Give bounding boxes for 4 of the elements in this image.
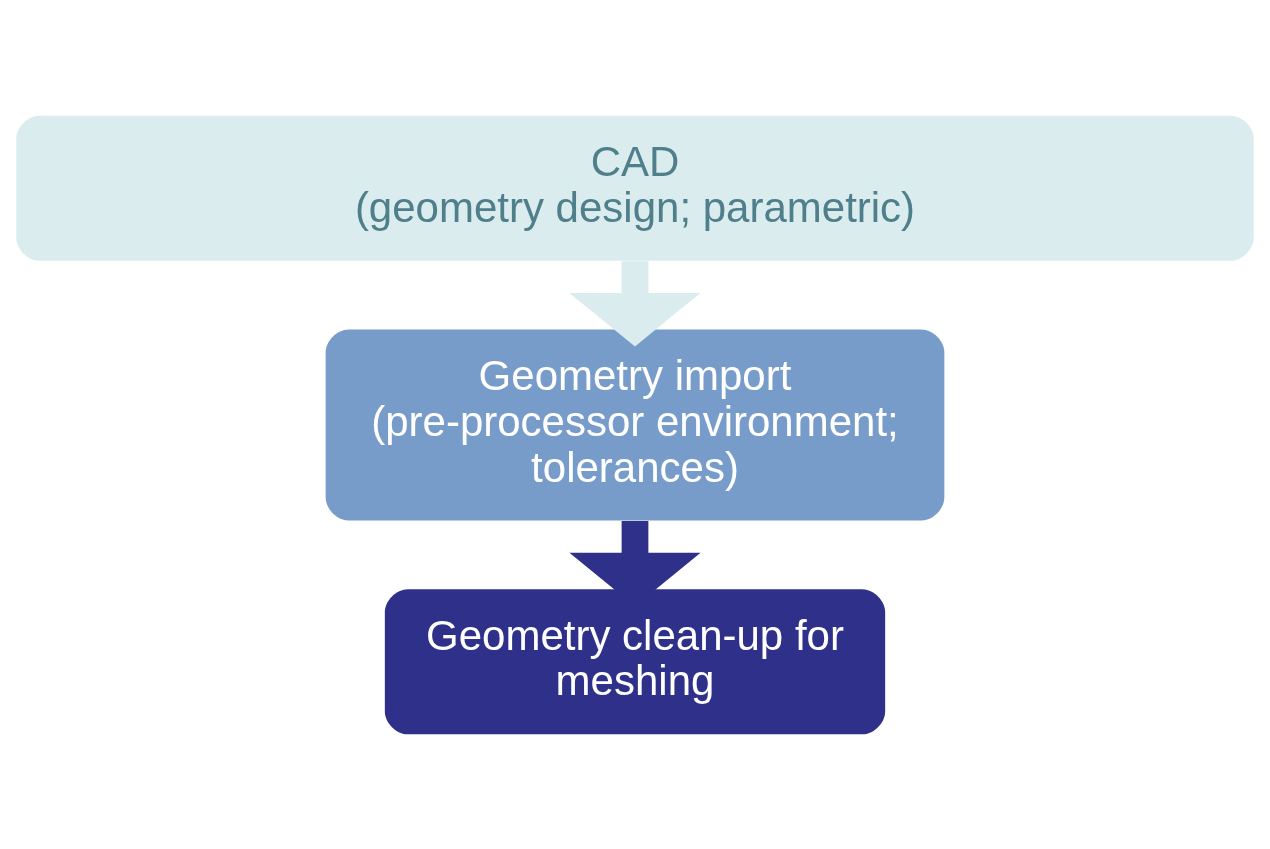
node-box: Geometry import (pre-processor environment; tolerances) [325, 329, 945, 520]
node-box: CAD (geometry design; parametric) [16, 115, 1254, 261]
arrow [569, 260, 701, 346]
node-box: Geometry clean-up for meshing [384, 588, 886, 734]
